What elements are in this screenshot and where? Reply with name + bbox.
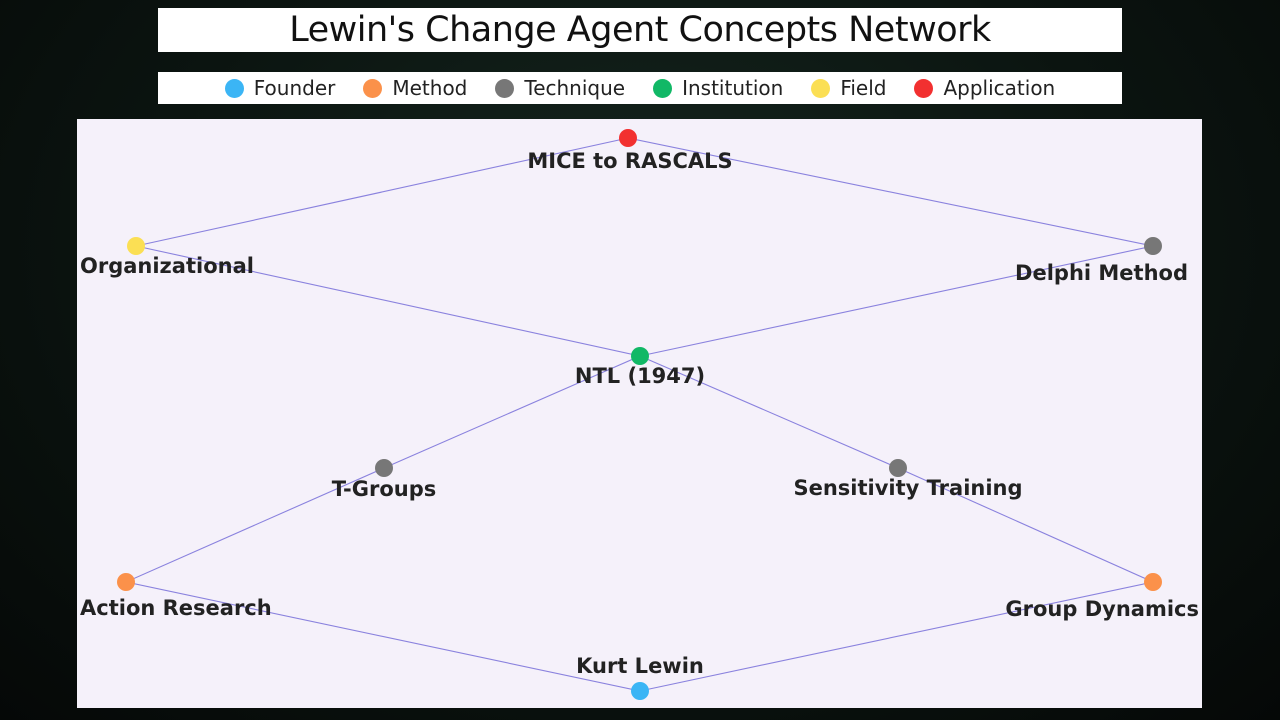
- node-label-mice: MICE to RASCALS: [527, 149, 732, 173]
- legend-item-founder: Founder: [224, 76, 336, 100]
- node-label-delphi: Delphi Method: [1015, 261, 1188, 285]
- edge-ntl-org: [135, 245, 641, 357]
- legend-item-institution: Institution: [653, 76, 783, 100]
- node-label-org: Organizational: [80, 254, 254, 278]
- node-delphi[interactable]: [1144, 237, 1162, 255]
- node-label-groupdyn: Group Dynamics: [1005, 597, 1199, 621]
- node-kurt[interactable]: [631, 682, 649, 700]
- edge-ntl-delphi: [639, 245, 1154, 357]
- node-label-sensitivity: Sensitivity Training: [793, 476, 1022, 500]
- legend-item-application: Application: [914, 76, 1055, 100]
- edge-tgroups-ntl: [383, 355, 641, 469]
- edge-groupdyn-sensitivity: [897, 467, 1154, 583]
- node-label-tgroups: T-Groups: [332, 477, 436, 501]
- edge-sensitivity-ntl: [639, 355, 899, 469]
- network-panel: Kurt Lewin Action Research Group Dynamics T…: [77, 119, 1202, 708]
- node-ntl[interactable]: [631, 347, 649, 365]
- legend-swatch-icon: [653, 78, 673, 98]
- node-org[interactable]: [127, 237, 145, 255]
- edge-delphi-mice: [627, 137, 1154, 247]
- node-label-action: Action Research: [80, 596, 272, 620]
- legend: Founder Method Technique Institution Field Ap…: [158, 72, 1122, 104]
- node-tgroups[interactable]: [375, 459, 393, 477]
- legend-swatch-icon: [811, 78, 831, 98]
- legend-item-method: Method: [363, 76, 467, 100]
- title-banner: Lewin's Change Agent Concepts Network: [158, 8, 1122, 52]
- node-sensitivity[interactable]: [889, 459, 907, 477]
- legend-label: Method: [392, 76, 468, 100]
- edge-org-mice: [135, 137, 629, 247]
- legend-label: Technique: [524, 76, 626, 100]
- legend-label: Institution: [682, 76, 784, 100]
- diagram-title: Lewin's Change Agent Concepts Network: [289, 10, 991, 50]
- node-mice[interactable]: [619, 129, 637, 147]
- legend-swatch-icon: [224, 78, 244, 98]
- edge-kurt-groupdyn: [639, 581, 1154, 692]
- legend-swatch-icon: [495, 78, 515, 98]
- edge-action-tgroups: [125, 467, 385, 583]
- node-action[interactable]: [117, 573, 135, 591]
- legend-label: Field: [840, 76, 887, 100]
- legend-label: Founder: [253, 76, 336, 100]
- edge-kurt-action: [125, 581, 641, 692]
- network-graph: Kurt Lewin Action Research Group Dynamics T…: [80, 129, 1199, 700]
- legend-item-field: Field: [811, 76, 886, 100]
- node-label-ntl: NTL (1947): [575, 364, 705, 388]
- node-label-kurt: Kurt Lewin: [576, 654, 704, 678]
- legend-item-technique: Technique: [495, 76, 625, 100]
- legend-swatch-icon: [914, 78, 934, 98]
- legend-swatch-icon: [363, 78, 383, 98]
- node-groupdyn[interactable]: [1144, 573, 1162, 591]
- legend-label: Application: [943, 76, 1056, 100]
